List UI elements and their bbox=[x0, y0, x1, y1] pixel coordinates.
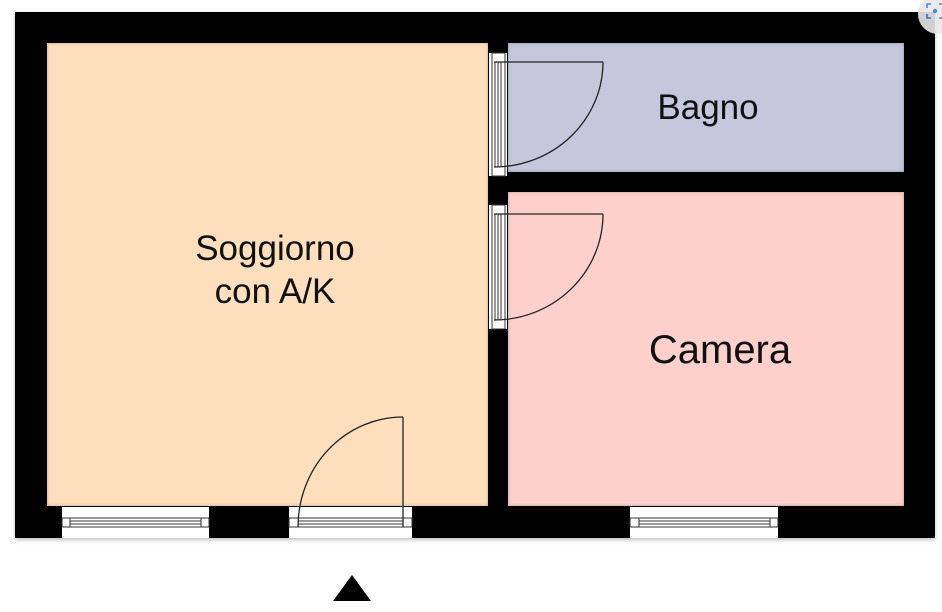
window-glass-left bbox=[61, 517, 210, 528]
entrance-door-swing bbox=[288, 416, 413, 528]
entrance-door-opening bbox=[289, 507, 412, 538]
expand-icon bbox=[926, 3, 942, 19]
room-soggiorno[interactable] bbox=[47, 43, 488, 506]
expand-button[interactable] bbox=[918, 0, 942, 34]
window-glass-camera bbox=[629, 517, 779, 528]
label-soggiorno: Soggiorno con A/K bbox=[150, 228, 400, 313]
room-bagno[interactable] bbox=[508, 43, 904, 172]
label-bagno: Bagno bbox=[657, 88, 759, 127]
bagno-door-swing bbox=[491, 52, 604, 177]
entrance-arrow-icon bbox=[333, 575, 371, 601]
label-soggiorno-line1: Soggiorno bbox=[195, 229, 355, 268]
window-soggiorno-left bbox=[62, 507, 209, 538]
room-camera[interactable] bbox=[508, 192, 904, 506]
label-soggiorno-line2: con A/K bbox=[214, 271, 336, 311]
window-camera bbox=[630, 507, 778, 538]
camera-door-swing bbox=[491, 204, 604, 330]
label-camera: Camera bbox=[648, 328, 792, 372]
